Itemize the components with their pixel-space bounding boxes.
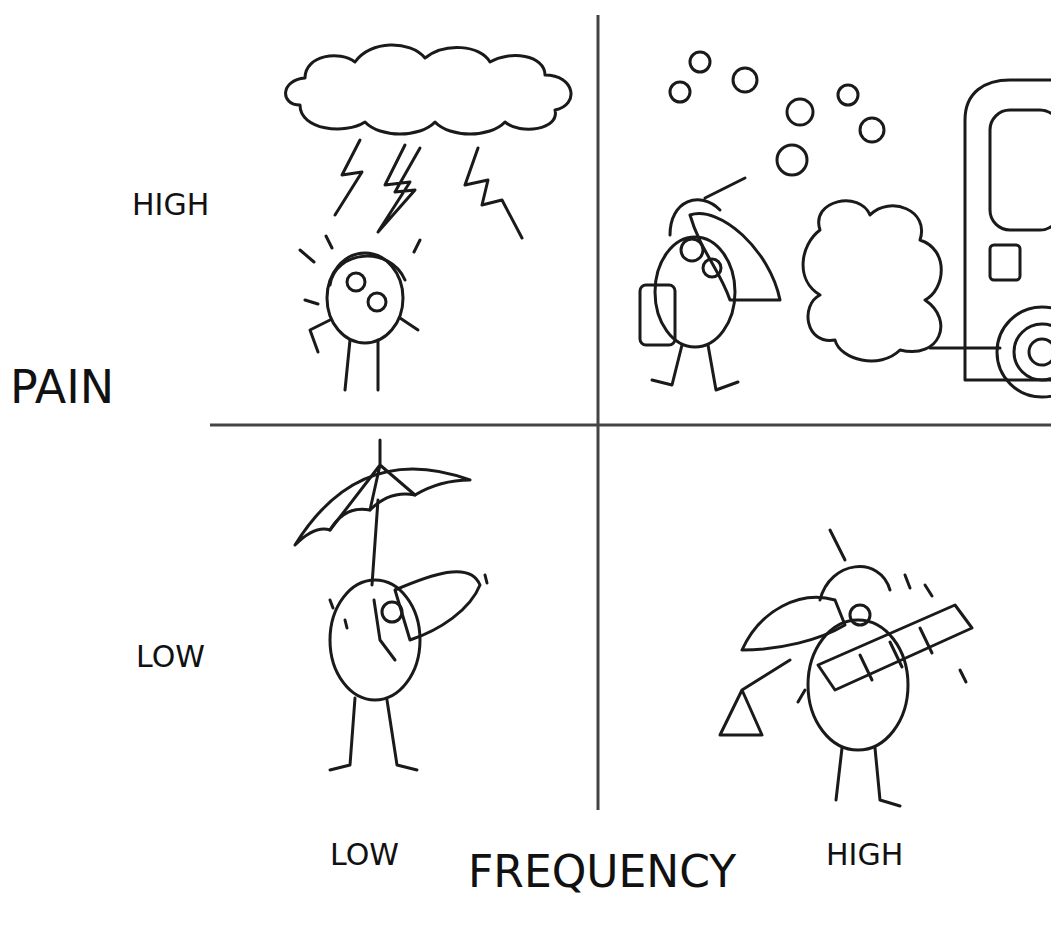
exhaust-cloud — [803, 201, 941, 361]
bus-window — [990, 110, 1051, 230]
umbrella-ribs — [330, 440, 415, 530]
smoke-puff — [690, 52, 710, 72]
storm-scene — [286, 45, 571, 390]
bus-panel — [990, 245, 1020, 280]
axis-label: HIGH — [826, 838, 903, 871]
backpack — [640, 285, 675, 345]
vertical-axis — [597, 15, 600, 810]
axis-label: FREQUENCY — [468, 848, 736, 896]
figure-beak — [742, 597, 845, 650]
lightning-bolt — [335, 140, 362, 215]
lightning-bolt — [465, 148, 522, 238]
smoke-puff — [838, 85, 858, 105]
smoke-puff — [777, 145, 807, 175]
figure-body — [655, 237, 735, 347]
figure-legs — [652, 345, 738, 390]
figure-arm — [374, 600, 395, 660]
smoke-puff — [733, 68, 757, 92]
smoke-puff — [787, 99, 813, 125]
figure-eye — [347, 273, 365, 291]
axis-label: PAIN — [10, 362, 114, 413]
figure-hat — [820, 530, 890, 600]
axis-label: LOW — [136, 640, 205, 673]
storm-cloud — [286, 45, 571, 134]
axis-label: LOW — [330, 838, 399, 871]
axis-label: HIGH — [132, 188, 209, 221]
figure-eye — [681, 239, 703, 261]
umbrella-handle — [372, 500, 378, 585]
bus-wheel — [1029, 339, 1051, 365]
figure-body — [808, 620, 908, 750]
bus-scene — [640, 52, 1051, 397]
smoke-puff — [670, 82, 690, 102]
figure-beak — [690, 214, 780, 300]
scarf — [818, 605, 972, 690]
bus-wheel — [997, 307, 1051, 397]
bag — [720, 660, 790, 735]
figure-legs — [836, 748, 900, 806]
horizontal-axis — [210, 424, 1051, 427]
shiver-marks — [798, 575, 966, 702]
figure-eye — [368, 293, 386, 311]
figure-eye — [850, 605, 870, 625]
figure-hat — [670, 178, 745, 235]
figure-eye — [703, 259, 721, 277]
figure-eye — [382, 602, 402, 622]
figure-hat — [330, 256, 405, 285]
figure-legs — [330, 698, 417, 770]
umbrella-scene — [295, 440, 487, 770]
figure-legs — [310, 318, 418, 390]
shock-marks — [300, 236, 420, 304]
figure-body — [330, 580, 420, 700]
raindrops — [330, 575, 487, 628]
figure-beak — [395, 572, 480, 640]
smoke-puff — [860, 118, 884, 142]
lightning-bolt — [378, 145, 420, 232]
umbrella-canopy — [295, 469, 470, 545]
bus-wheel — [1014, 324, 1051, 380]
cold-scene — [720, 530, 972, 806]
